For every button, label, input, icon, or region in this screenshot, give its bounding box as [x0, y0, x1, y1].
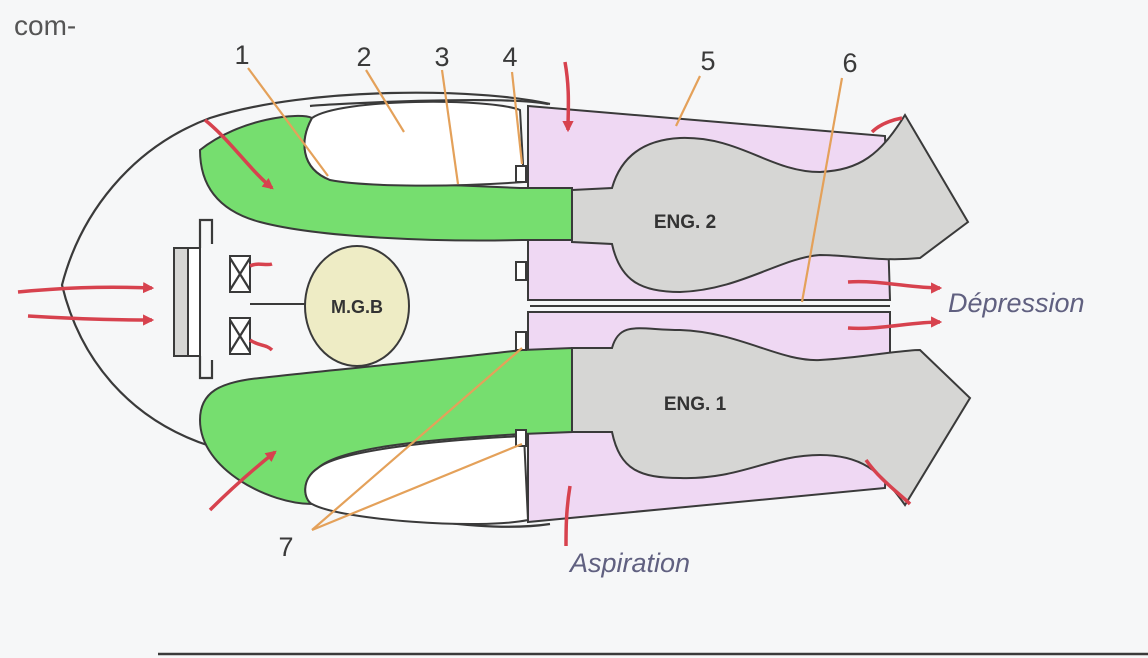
lower-intake-arrow [208, 450, 277, 512]
leader-2 [365, 69, 405, 133]
seal-upper [515, 165, 527, 183]
leader-7a [311, 347, 523, 531]
leader-1 [247, 67, 329, 177]
cowling-top-inner [309, 98, 549, 108]
upper-intake-arrow [203, 118, 274, 190]
depression-arrow-lower [847, 316, 943, 331]
cropped-text-fragment: com- [14, 10, 77, 41]
inlet-arrow-lower [27, 314, 155, 326]
depression-arrow-upper [847, 279, 943, 294]
seal-mid-upper [515, 261, 527, 281]
label-5: 5 [700, 46, 715, 76]
fan-blades [229, 257, 251, 353]
engine-2-label: ENG. 2 [654, 212, 716, 233]
engine-1 [571, 327, 972, 507]
label-4: 4 [502, 42, 517, 72]
leader-4 [510, 71, 524, 165]
upper-air-duct [198, 114, 573, 242]
leader-3 [440, 69, 460, 185]
seal-mid-lower [515, 331, 527, 351]
fan-arrow-2 [248, 338, 274, 352]
inlet-arrow-upper [17, 282, 155, 294]
depression-label: Dépression [948, 288, 1085, 318]
label-6: 6 [842, 48, 857, 78]
label-3: 3 [434, 42, 449, 72]
label-1: 1 [234, 40, 249, 70]
engine-1-label: ENG. 1 [664, 394, 727, 415]
seal-lower [515, 429, 527, 447]
aspiration-label: Aspiration [568, 548, 690, 578]
upper-plenum [303, 100, 526, 187]
leader-7b [311, 442, 523, 532]
bottom-aspiration-arrow [564, 485, 572, 547]
leader-5 [675, 75, 701, 127]
inlet-housing [198, 218, 214, 380]
mgb-label: M.G.B [331, 297, 383, 317]
leader-6 [800, 77, 844, 303]
fan-arrow-1 [249, 262, 273, 268]
engine-2 [571, 113, 970, 294]
exhaust-arrow-top [870, 116, 903, 134]
label-7: 7 [278, 532, 293, 562]
mgb-gearbox [304, 245, 410, 367]
label-2: 2 [356, 42, 371, 72]
top-aspiration-arrow [562, 61, 574, 133]
exhaust-arrow-bottom [864, 458, 912, 506]
lower-air-duct [198, 346, 573, 505]
inlet-screen-inner [187, 247, 201, 357]
lower-plenum [304, 434, 530, 525]
